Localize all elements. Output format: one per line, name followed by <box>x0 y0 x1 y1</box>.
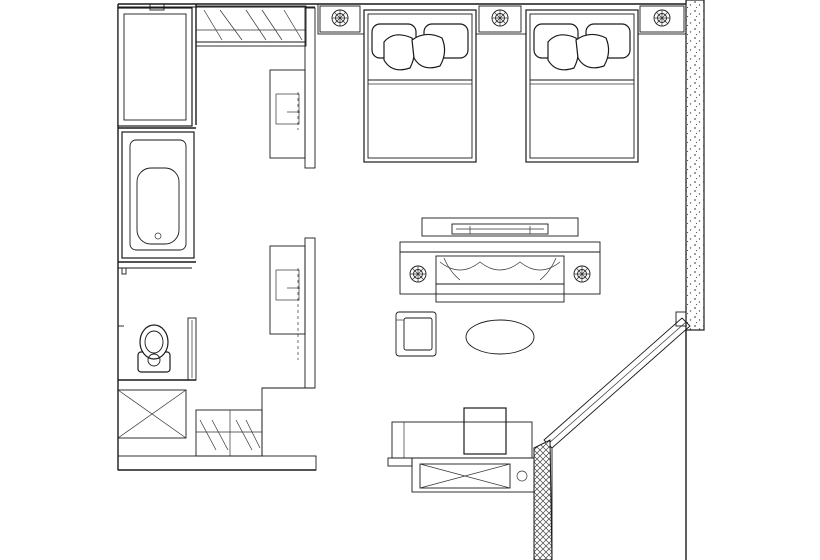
bathroom <box>117 3 317 471</box>
hallway-partition <box>261 7 316 456</box>
oval-table-icon <box>465 319 535 355</box>
living-zone <box>395 217 601 357</box>
double-bed-icon <box>525 9 639 163</box>
shower-enclosure <box>117 3 193 127</box>
balcony-wall-hatch <box>533 329 704 560</box>
bedroom-zone <box>317 3 687 163</box>
desk-icon <box>387 407 539 493</box>
duct-shaft <box>117 389 187 439</box>
armchair-icon <box>395 311 437 357</box>
nightstand-left <box>319 5 361 33</box>
wardrobe-icon <box>195 5 307 47</box>
double-bed-icon <box>363 9 477 163</box>
shoe-cabinet <box>195 409 263 457</box>
sofa-icon <box>399 251 601 303</box>
tv-console <box>421 217 579 237</box>
bathtub-icon <box>121 131 195 259</box>
toilet-icon <box>118 267 197 381</box>
nightstand-middle <box>478 5 522 33</box>
nightstand-right <box>639 5 685 33</box>
balcony-door <box>543 311 691 449</box>
exterior-wall-hatch <box>685 0 705 331</box>
